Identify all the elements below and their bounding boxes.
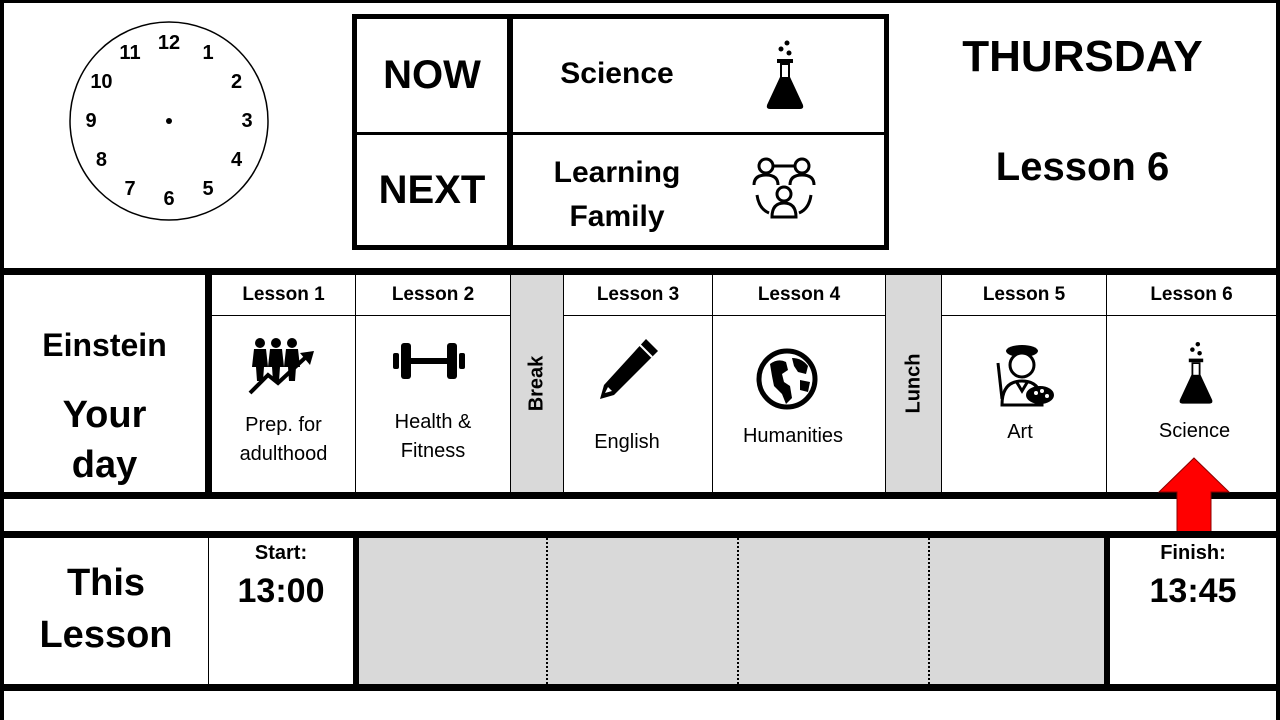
- clock-number: 2: [230, 71, 243, 93]
- lesson-head: Lesson 4: [757, 284, 841, 305]
- lesson-subject: Health & Fitness: [356, 408, 510, 466]
- start-time: 13:00: [237, 572, 325, 610]
- now-subject: Science: [560, 57, 674, 90]
- lunch-column: Lunch: [886, 275, 941, 492]
- lesson-subject: Prep. for adulthood: [212, 411, 355, 469]
- lesson-head: Lesson 6: [1150, 284, 1233, 305]
- next-label: NEXT: [378, 167, 486, 212]
- lesson-subject: Humanities: [742, 424, 844, 447]
- lesson-subject: English: [594, 430, 660, 453]
- clock-number: 1: [202, 42, 214, 65]
- lesson-subject-line1: Prep. for: [245, 414, 322, 436]
- dumbbell-icon: [393, 341, 465, 381]
- lesson-cell-4: Lesson 4 Humanities: [713, 275, 885, 492]
- break-label: Break: [525, 355, 548, 412]
- next-subject: Learning Family: [527, 151, 707, 241]
- current-lesson-arrow: [1157, 456, 1231, 534]
- finish-time: 13:45: [1149, 572, 1237, 610]
- lesson-cell-5: Lesson 5 Art: [942, 275, 1106, 492]
- lesson-cell-6: Lesson 6 Science: [1107, 275, 1276, 492]
- clock-number: 5: [202, 177, 214, 200]
- artist-icon: [992, 343, 1056, 407]
- lesson-progress-bar: [353, 538, 1110, 684]
- day-label: day: [71, 443, 138, 486]
- lesson-subject-line2: adulthood: [239, 443, 328, 465]
- current-lesson: Lesson 6: [995, 144, 1170, 189]
- now-next-panel: NOW NEXT Science Learning Family: [352, 14, 889, 250]
- lesson-head: Lesson 5: [982, 284, 1066, 305]
- flask-icon: [1178, 337, 1214, 409]
- lesson-label: Lesson: [39, 614, 173, 656]
- next-subject-line2: Family: [569, 200, 665, 233]
- lunch-label: Lunch: [902, 353, 924, 414]
- globe-icon: [756, 348, 818, 410]
- this-lesson-label: This Lesson: [4, 538, 208, 684]
- clock-number: 9: [85, 110, 97, 132]
- lesson-subject: Science: [1158, 419, 1231, 442]
- clock-number: 12: [157, 32, 181, 54]
- people-growth-icon: [248, 337, 318, 395]
- lesson-subject: Art: [1007, 420, 1033, 443]
- next-subject-line1: Learning: [553, 156, 681, 189]
- clock-number: 11: [119, 42, 141, 65]
- pencil-icon: [594, 335, 664, 403]
- finish-label: Finish:: [1160, 542, 1226, 564]
- clock-number: 6: [163, 188, 175, 210]
- lesson-head: Lesson 2: [391, 284, 475, 305]
- break-column: Break: [511, 275, 563, 492]
- lesson-subject-line2: Fitness: [400, 440, 466, 462]
- now-label: NOW: [383, 53, 481, 97]
- clock-number: 10: [90, 71, 113, 93]
- this-label: This: [66, 562, 146, 604]
- student-block: Einstein Your day: [4, 275, 205, 492]
- student-name: Einstein: [42, 326, 167, 363]
- lesson-subject-line1: Health &: [394, 411, 472, 433]
- clock-number: 8: [95, 149, 107, 171]
- clock-number: 4: [230, 149, 243, 171]
- group-icon: [749, 153, 819, 223]
- your-label: Your: [62, 393, 147, 436]
- lesson-head: Lesson 1: [242, 284, 325, 305]
- lesson-head: Lesson 3: [596, 284, 680, 305]
- start-label: Start:: [254, 542, 308, 564]
- start-block: Start: 13:00: [209, 538, 353, 684]
- clock-number: 7: [124, 177, 136, 200]
- day-name: THURSDAY: [962, 32, 1203, 81]
- finish-block: Finish: 13:45: [1110, 538, 1276, 684]
- clock-number: 3: [241, 110, 253, 132]
- flask-icon: [765, 39, 805, 111]
- lesson-cell-2: Lesson 2 Health & Fitness: [356, 275, 510, 492]
- lesson-cell-1: Lesson 1 Prep. for adulthood: [212, 275, 355, 492]
- lesson-cell-3: Lesson 3 English: [564, 275, 712, 492]
